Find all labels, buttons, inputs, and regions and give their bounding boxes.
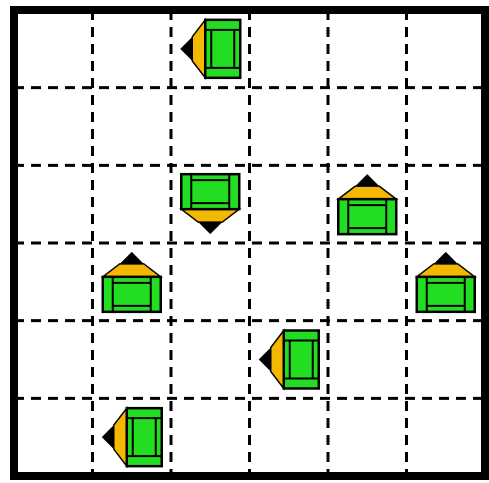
game-board	[0, 0, 489, 483]
board-canvas	[0, 0, 489, 483]
